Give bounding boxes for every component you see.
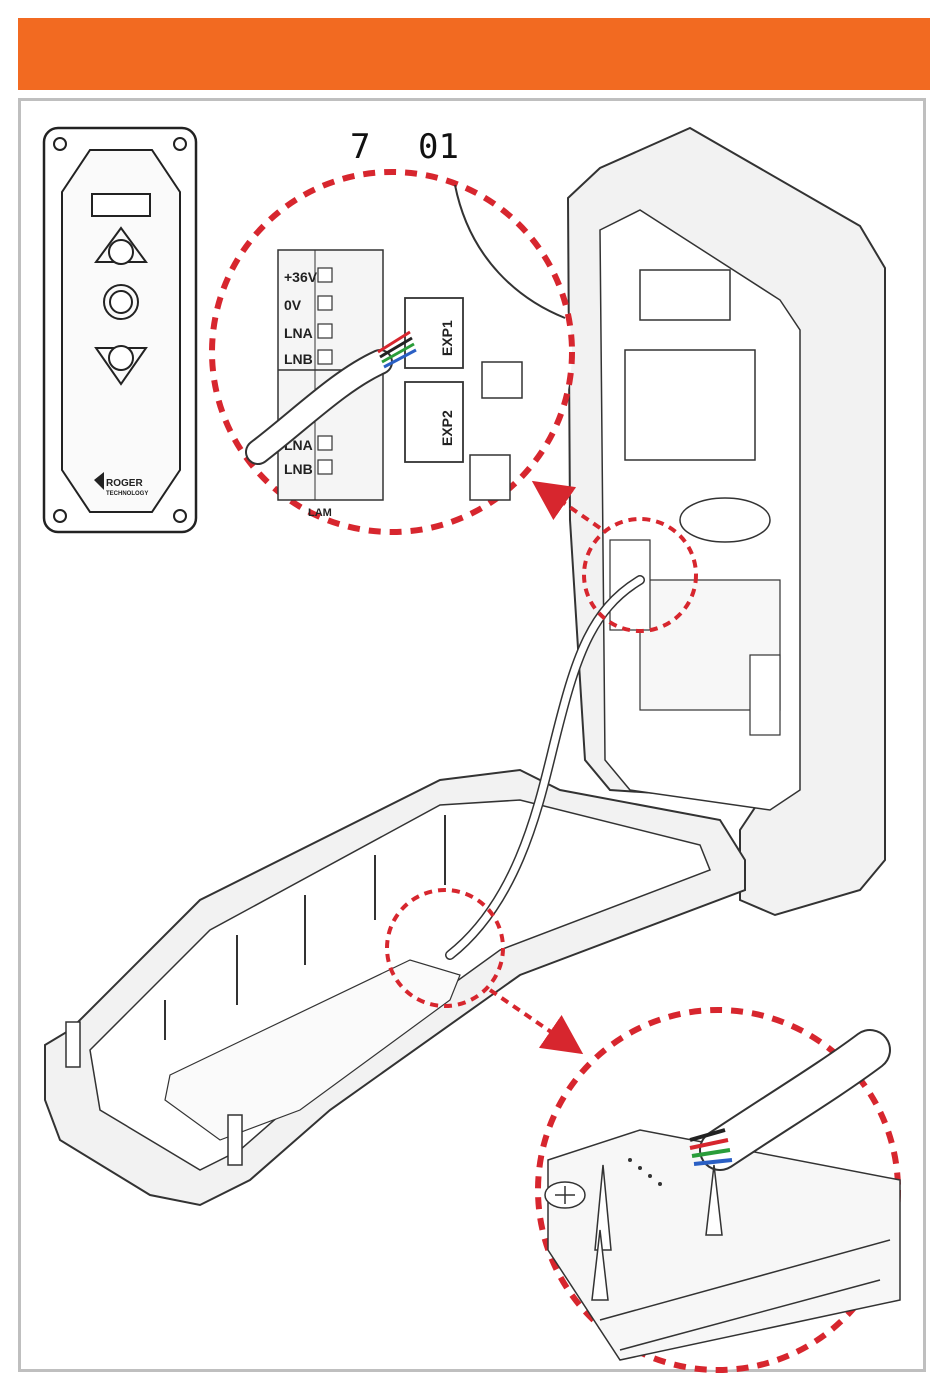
terminal-label-0v: 0V <box>284 297 302 313</box>
terminal-label-lnb-2: LNB <box>284 461 313 477</box>
callout-arrow-icon <box>490 990 570 1045</box>
exp1-label: EXP1 <box>439 320 455 356</box>
brand-name: ROGER <box>106 478 143 489</box>
capacitor <box>680 498 770 542</box>
brand-sub: TECHNOLOGY <box>106 491 148 497</box>
screw-post <box>228 1115 242 1165</box>
transformer <box>625 350 755 460</box>
display-right-digits: 01 <box>418 127 459 167</box>
exp2-label: EXP2 <box>439 410 455 446</box>
keypad-panel: ROGER TECHNOLOGY <box>44 128 196 532</box>
control-box-housing <box>568 128 885 915</box>
keypad-display <box>92 194 150 216</box>
terminal-label-lam: LAM <box>308 507 332 519</box>
terminal-label-36v: +36V <box>284 269 318 285</box>
screw-icon <box>545 1182 585 1208</box>
terminal-block <box>750 655 780 735</box>
terminal-label-lna: LNA <box>284 325 313 341</box>
stop-circle-icon <box>104 285 138 319</box>
zoom-circle-bottom <box>538 1010 900 1370</box>
screw-post <box>66 1022 80 1067</box>
terminal-label-lnb: LNB <box>284 351 313 367</box>
zoom-circle-top: +36V 0V LNA LNB LNA LNB EXP1 EXP2 LAM <box>212 172 572 532</box>
display-left-digit: 7 <box>350 127 370 167</box>
power-terminal <box>640 270 730 320</box>
